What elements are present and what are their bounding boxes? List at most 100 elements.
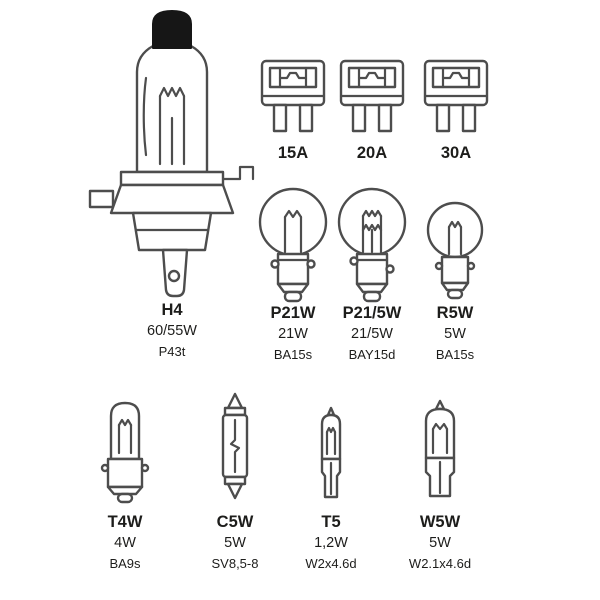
t5-bulb xyxy=(307,405,355,513)
c5w-label: C5W 5W SV8,5-8 xyxy=(180,512,290,574)
bulb-name: T4W xyxy=(107,513,143,531)
base xyxy=(440,255,470,285)
contact xyxy=(446,288,464,300)
clip xyxy=(221,165,255,181)
end-cone xyxy=(226,392,244,410)
w5w-bulb xyxy=(412,398,468,514)
blade-fuse-icon xyxy=(260,59,326,133)
filament-wires xyxy=(325,430,337,456)
h4-bulb-icon xyxy=(88,10,255,298)
filament-wires xyxy=(158,94,186,166)
r5w-label: R5W 5W BA15s xyxy=(400,303,510,365)
filament-coil xyxy=(431,422,449,431)
bulb-wattage: 21/5W xyxy=(351,326,393,342)
glass xyxy=(424,407,456,460)
filament-wires xyxy=(447,225,463,256)
fuse-rating: 30A xyxy=(440,144,472,162)
filament xyxy=(229,418,241,474)
filament-coil xyxy=(325,426,337,434)
base xyxy=(276,252,310,286)
bulb-wattage: 1,2W xyxy=(314,535,348,551)
bulb-wattage: 60/55W xyxy=(147,323,197,339)
bulb-socket: BAY15d xyxy=(348,347,396,362)
base xyxy=(131,211,213,252)
bulb-wattage: 5W xyxy=(444,326,466,342)
bulb-name: H4 xyxy=(161,301,183,319)
bayonet-pin xyxy=(306,259,316,269)
p21-5w-bulb-icon xyxy=(337,187,407,303)
fuse-rating: 15A xyxy=(277,144,309,162)
h4-bulb xyxy=(82,0,262,300)
contact xyxy=(116,492,134,504)
w5w-label: W5W 5W W2.1x4.6d xyxy=(385,512,495,574)
bulb-wattage: 21W xyxy=(278,326,308,342)
w5w-bulb-icon xyxy=(424,399,456,498)
p21w-label: P21W 21W BA15s xyxy=(238,303,348,365)
globe xyxy=(258,187,328,257)
contact xyxy=(362,290,382,303)
bayonet-pin xyxy=(385,264,395,274)
filament-wires xyxy=(283,215,303,254)
filament-wires xyxy=(117,423,133,455)
end-cone xyxy=(226,482,244,500)
fuse-15a-label: 15A xyxy=(238,143,348,164)
r5w-bulb xyxy=(419,196,491,308)
bulb-socket: W2x4.6d xyxy=(305,556,357,571)
t5-label: T5 1,2W W2x4.6d xyxy=(276,512,386,574)
base xyxy=(106,457,144,489)
c5w-bulb xyxy=(210,390,260,510)
bulb-wattage: 5W xyxy=(224,535,246,551)
p21-5w-label: P21/5W 21/5W BAY15d xyxy=(317,303,427,365)
bulb-wattage: 4W xyxy=(114,535,136,551)
p21w-bulb-icon xyxy=(258,187,328,303)
bulb-socket: SV8,5-8 xyxy=(211,556,259,571)
bayonet-pin xyxy=(466,261,476,271)
blade-fuse-icon xyxy=(423,59,489,133)
fuse-20a xyxy=(336,58,408,142)
contact xyxy=(283,290,303,303)
bulb-socket: BA15s xyxy=(435,347,475,362)
bulb-socket: P43t xyxy=(158,344,186,359)
bulb-wattage: 5W xyxy=(429,535,451,551)
glass xyxy=(109,401,141,461)
bayonet-pin xyxy=(270,259,280,269)
fuse-leg xyxy=(298,103,314,133)
base xyxy=(355,252,389,286)
prong-hole xyxy=(167,269,181,283)
bulb-name: C5W xyxy=(216,513,254,531)
bayonet-pin xyxy=(434,261,444,271)
bulb-name: R5W xyxy=(436,304,474,322)
globe xyxy=(426,201,484,259)
glass-tip xyxy=(434,399,446,411)
filament-coil xyxy=(361,209,383,218)
fuse-15a xyxy=(257,58,329,142)
fuse-20a-label: 20A xyxy=(317,143,427,164)
filament-coil xyxy=(361,223,383,232)
r5w-bulb-icon xyxy=(426,201,484,300)
filament-coil xyxy=(283,209,303,219)
fuse-30a-label: 30A xyxy=(401,143,511,164)
flange-skirt xyxy=(109,183,235,215)
filament-coil xyxy=(117,418,133,427)
fuse-30a xyxy=(420,58,492,142)
p21w-bulb xyxy=(251,182,335,310)
flange-ring xyxy=(119,170,225,187)
bayonet-pin xyxy=(349,256,359,266)
p21-5w-bulb xyxy=(330,182,414,310)
bulb-socket: BA9s xyxy=(109,556,141,571)
fuse-leg xyxy=(272,103,288,133)
bulb-name: P21/5W xyxy=(342,304,402,322)
left-tab xyxy=(88,189,115,209)
bayonet-pin xyxy=(100,463,110,473)
c5w-festoon-icon xyxy=(221,392,249,500)
t4w-bulb-icon xyxy=(100,401,150,504)
filament-coil xyxy=(158,86,186,98)
bulb-name: T5 xyxy=(321,513,341,531)
glass xyxy=(320,413,342,461)
t4w-label: T4W 4W BA9s xyxy=(70,512,180,574)
filament-coil xyxy=(447,220,463,229)
fuse-window xyxy=(268,66,318,89)
filament-wires xyxy=(431,427,449,455)
t5-bulb-icon xyxy=(320,406,342,499)
